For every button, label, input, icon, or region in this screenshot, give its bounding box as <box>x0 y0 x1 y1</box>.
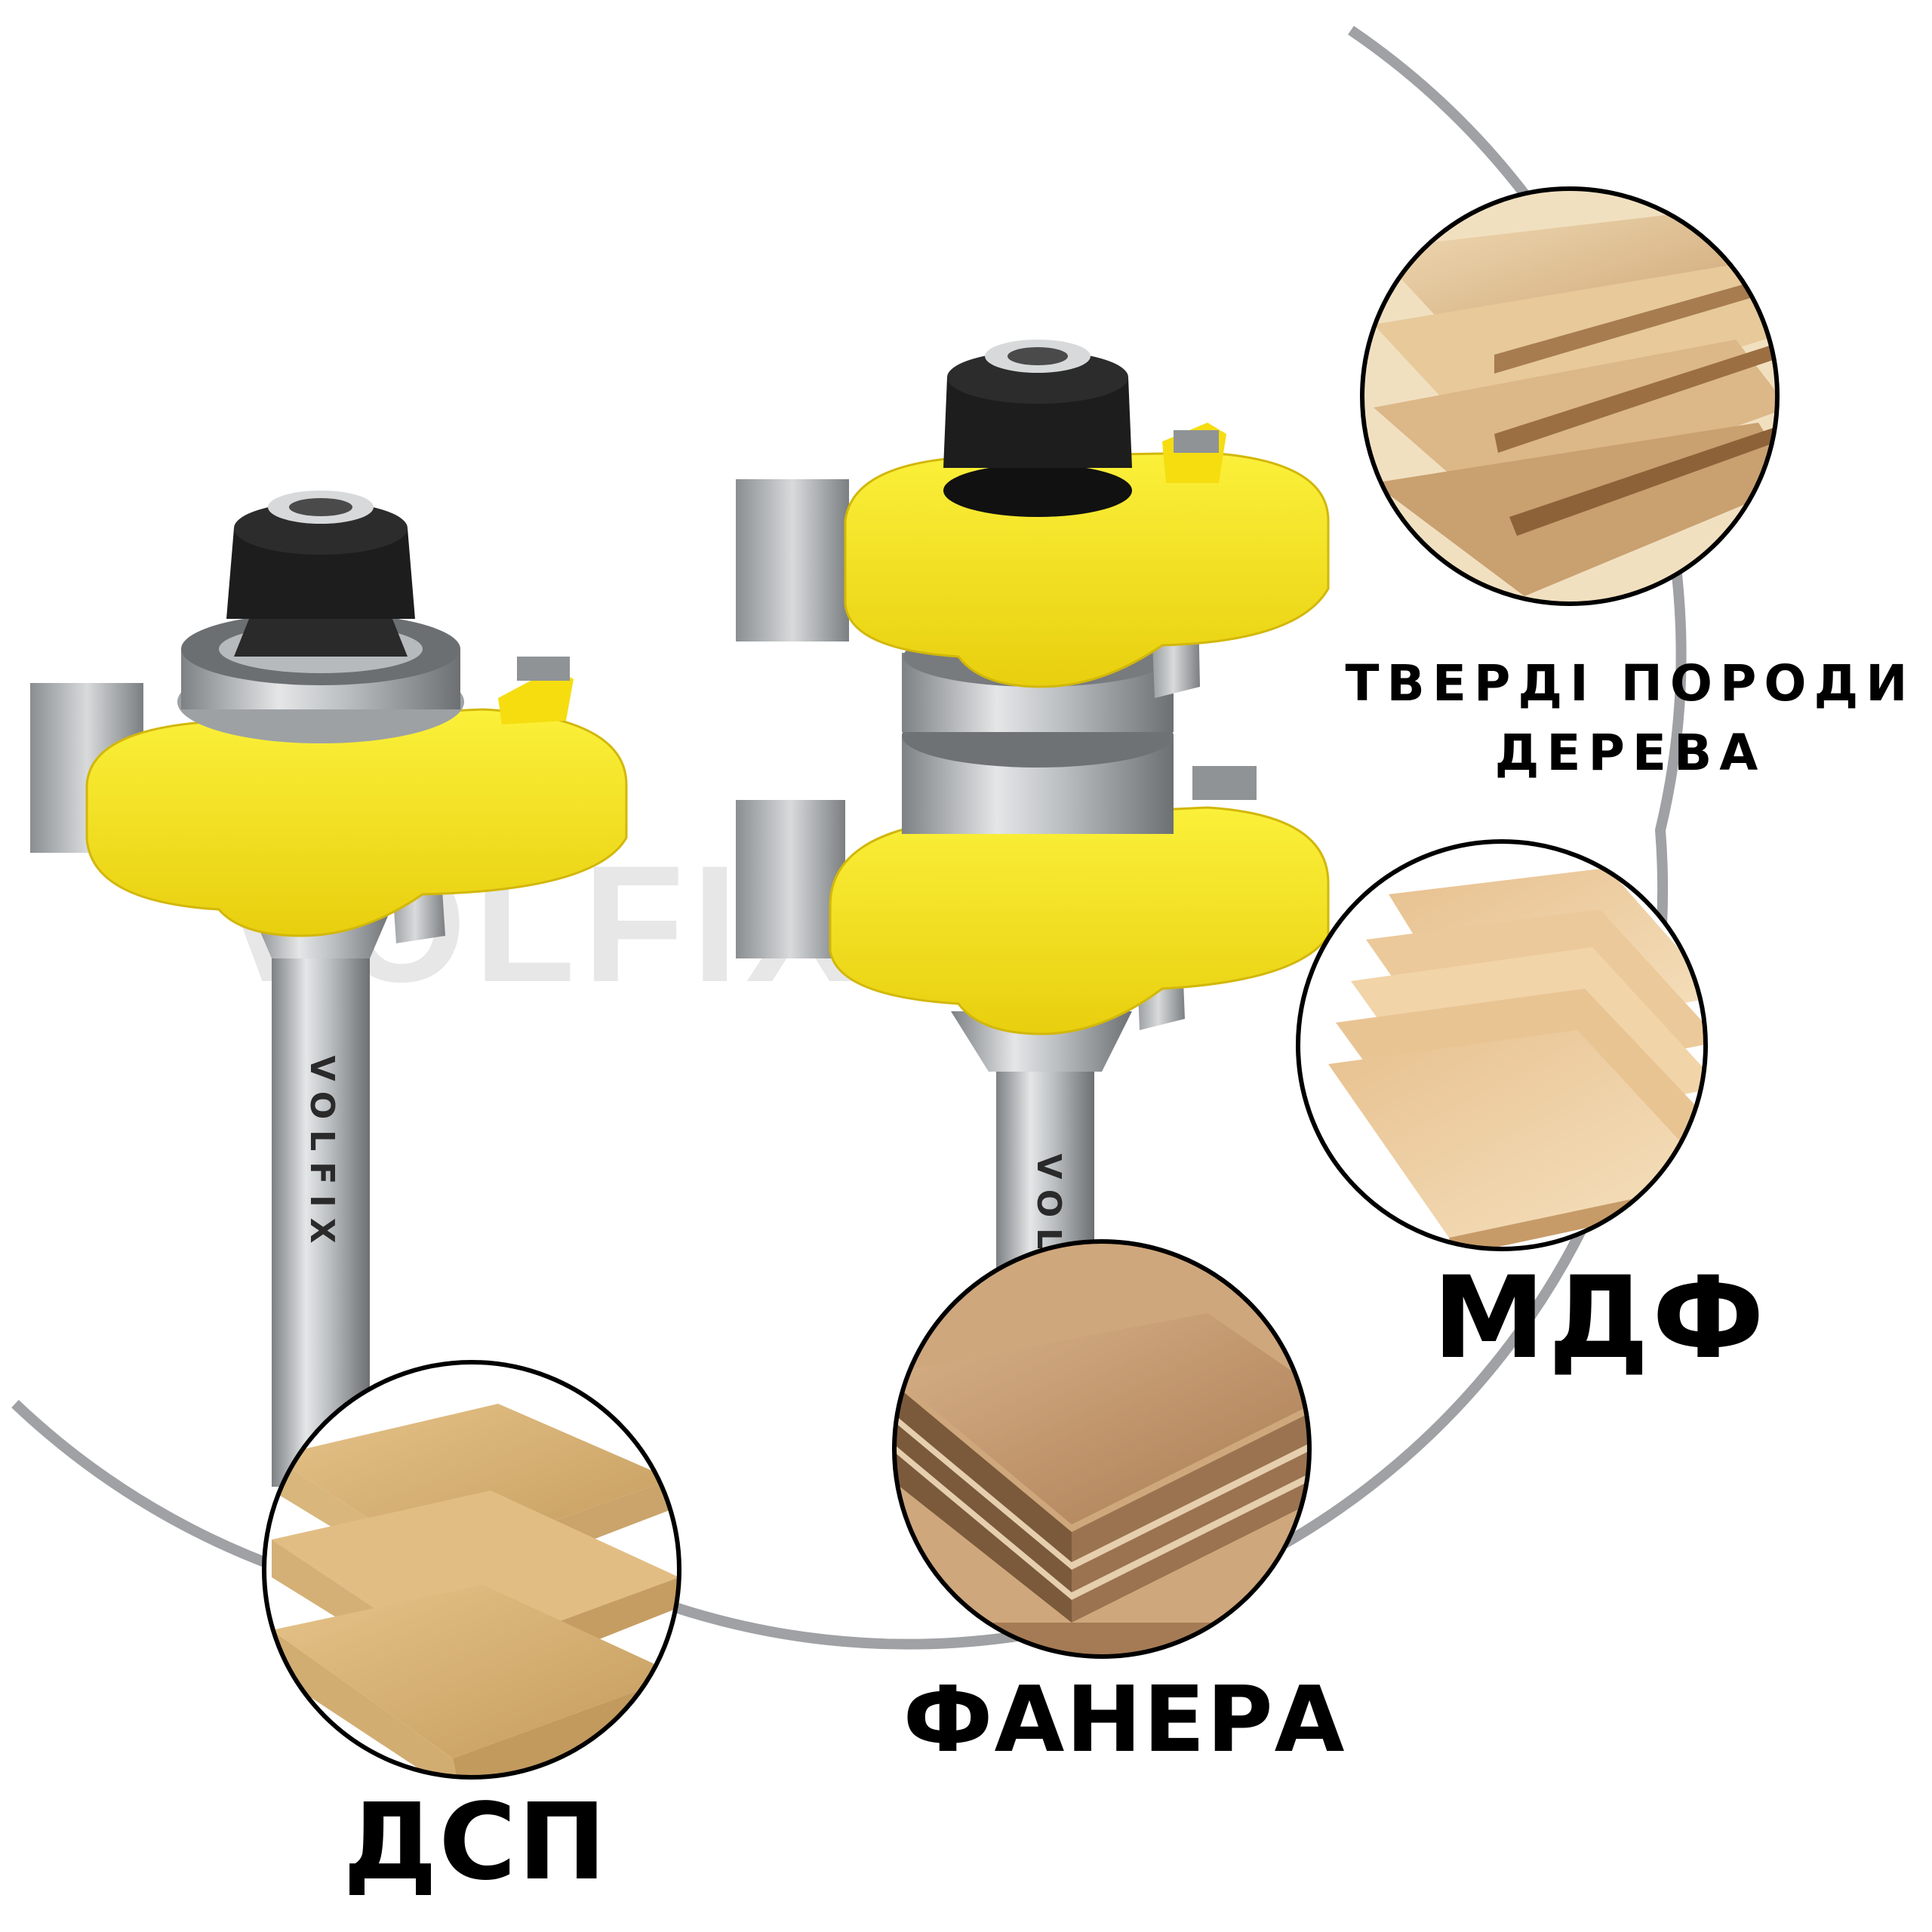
left-router-bit: VOLFIX <box>30 491 628 1487</box>
label-hardwood-line2: ДЕРЕВА <box>1494 724 1766 783</box>
left-nut <box>226 528 415 619</box>
right-router-bit: VOLFIX <box>736 340 1330 1374</box>
label-plywood: ФАНЕРА <box>903 1668 1346 1773</box>
label-mdf: МДФ <box>1432 1253 1767 1384</box>
mdf-boards-icon <box>1296 839 1708 1251</box>
right-lower-cutter <box>829 806 1330 1035</box>
hardwood-planks-icon <box>1360 186 1780 606</box>
left-shank-engraving: VOLFIX <box>303 1055 341 1254</box>
chipboard-stack-icon <box>262 1360 681 1780</box>
right-nut <box>943 377 1132 468</box>
label-hardwood-line1: ТВЕРДІ ПОРОДИ <box>1345 654 1915 712</box>
label-hardwood: ТВЕРДІ ПОРОДИ ДЕРЕВА <box>1336 649 1924 789</box>
left-shank <box>272 943 370 1487</box>
plywood-stack-icon <box>892 1239 1312 1659</box>
label-chipboard: ДСП <box>343 1781 608 1904</box>
